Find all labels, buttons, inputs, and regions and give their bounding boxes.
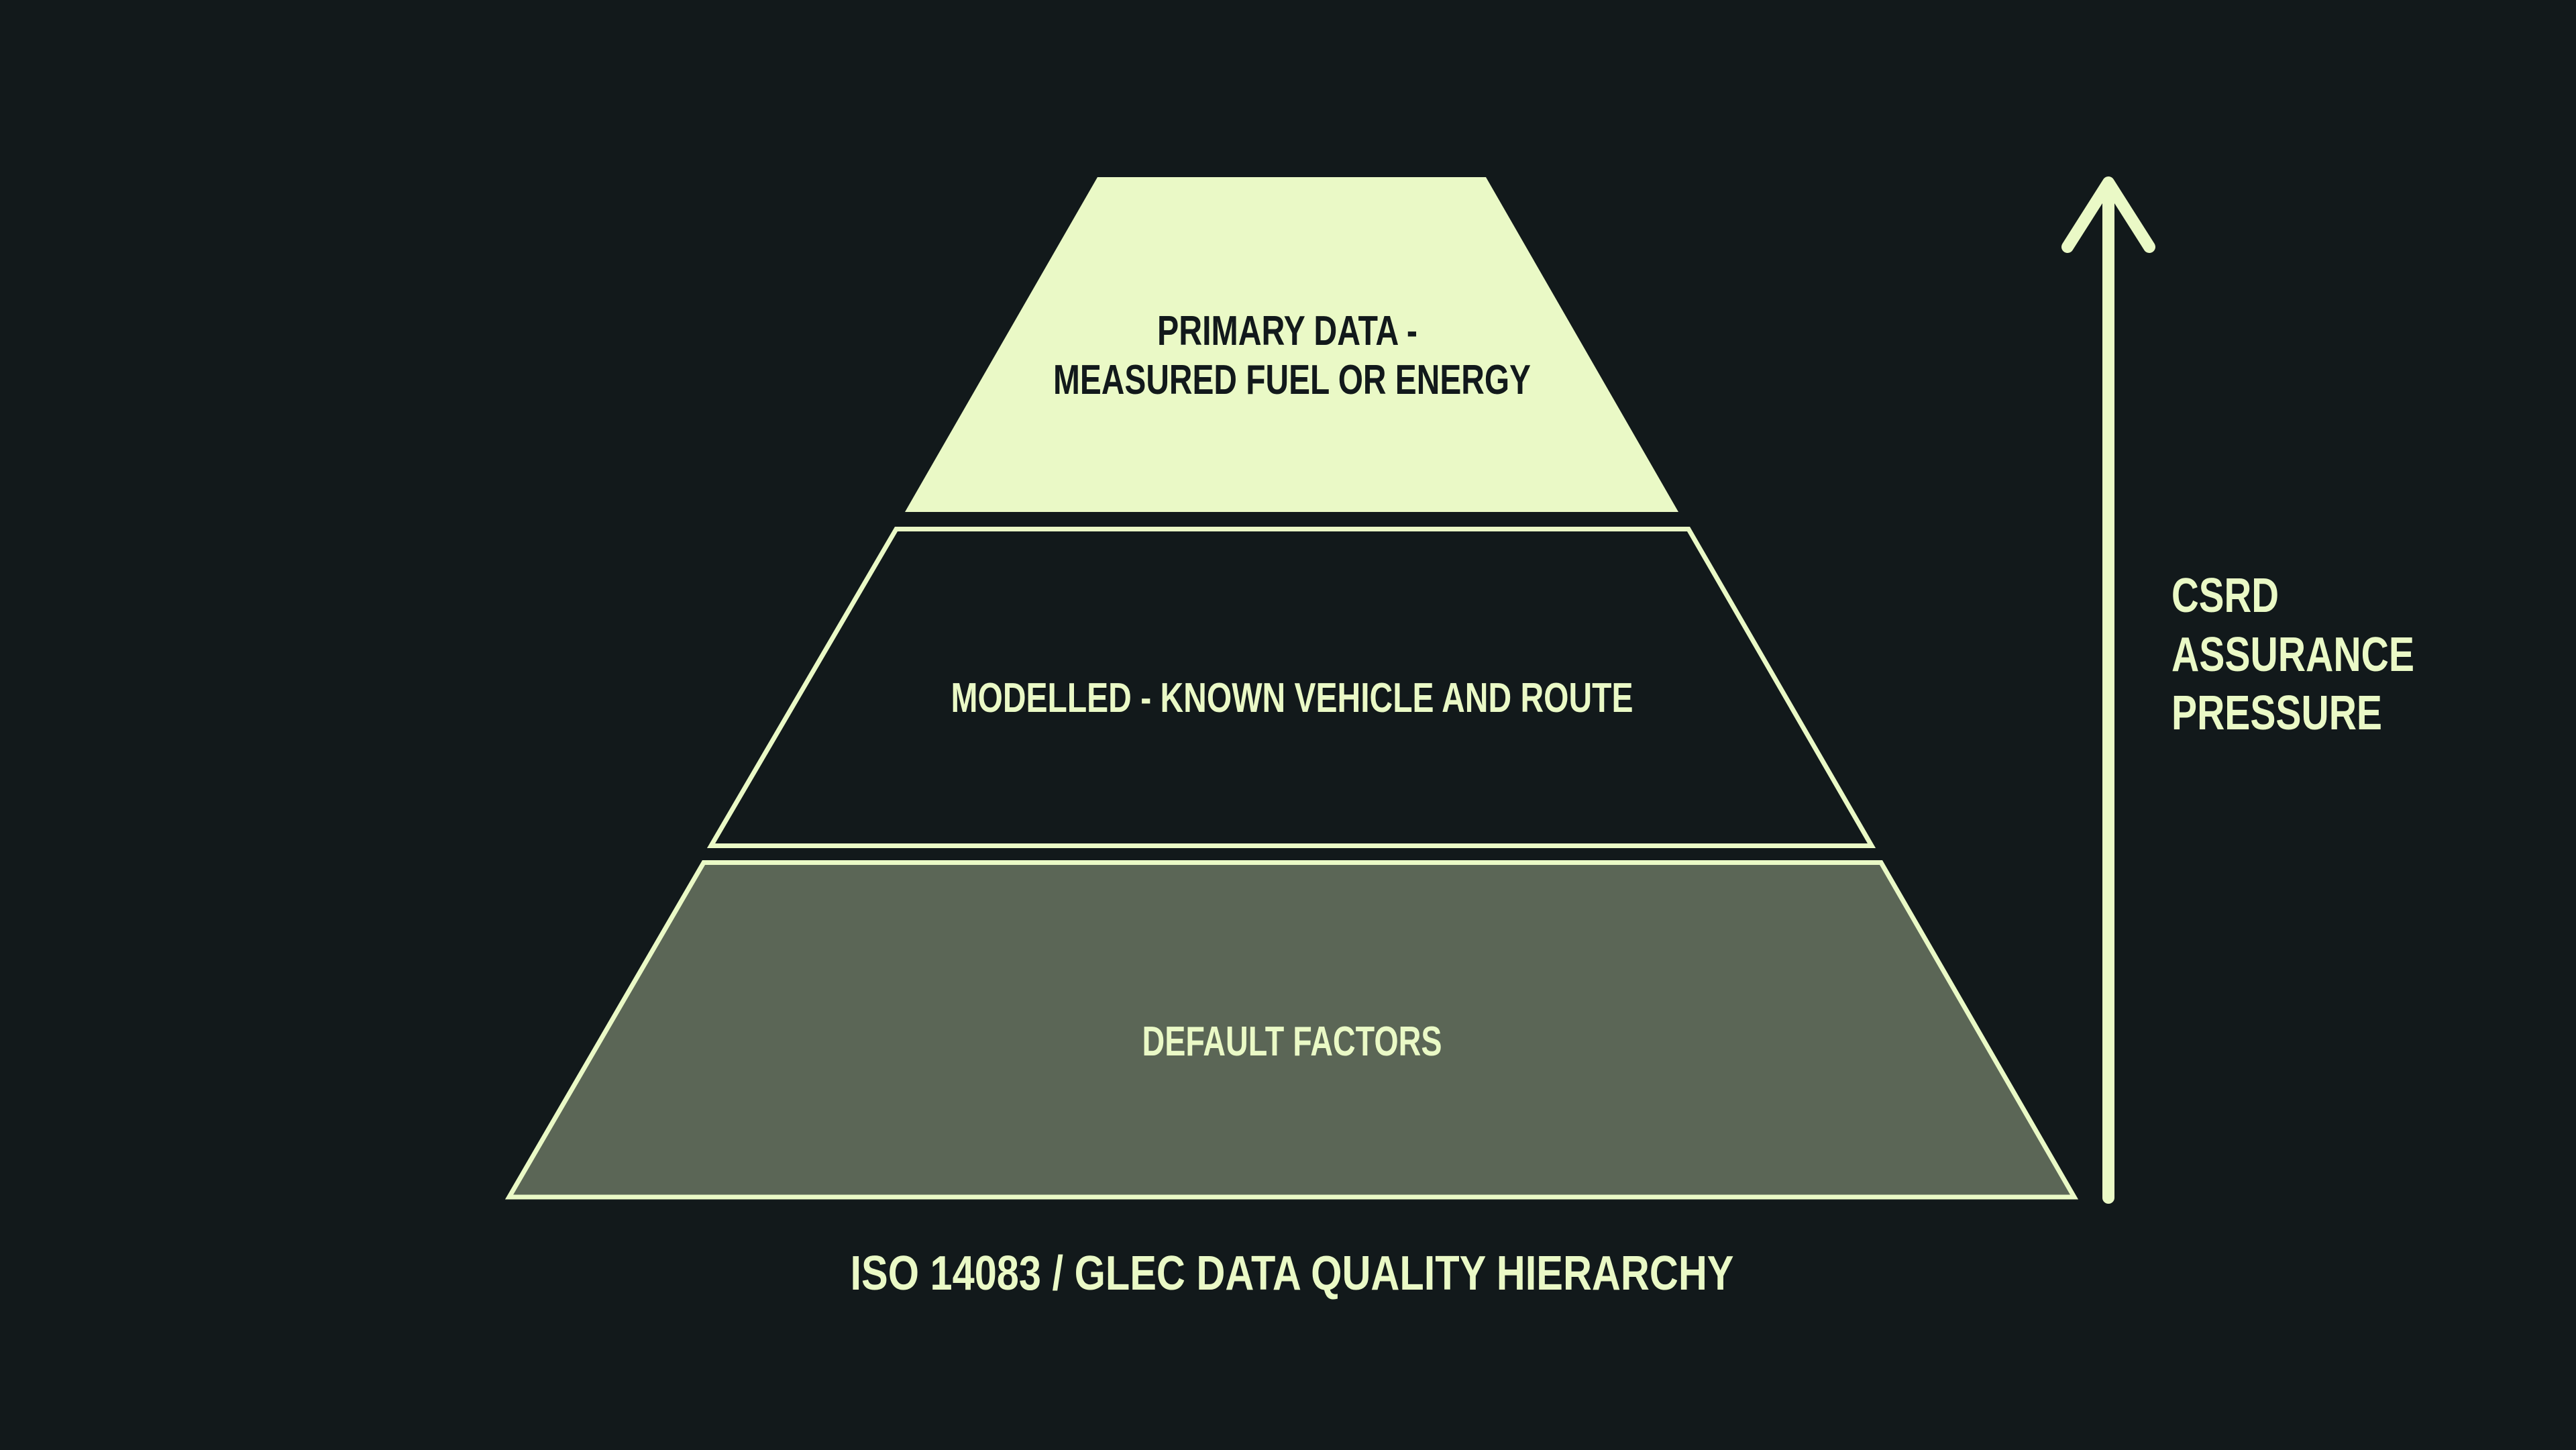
arrow-label-line1: CSRD: [2171, 569, 2279, 623]
tier-default-label: DEFAULT FACTORS: [1142, 1019, 1442, 1065]
tier-primary-label-line2: MEASURED FUEL OR ENERGY: [1053, 357, 1531, 403]
tier-default-shape: [504, 860, 2079, 1200]
tier-primary-data: PRIMARY DATA - MEASURED FUEL OR ENERGY: [905, 177, 1678, 512]
tier-modelled: MODELLED - KNOWN VEHICLE AND ROUTE: [706, 527, 1876, 848]
tier-modelled-shape: [706, 527, 1876, 848]
tier-primary-label-line1: PRIMARY DATA -: [1157, 308, 1417, 354]
tier-default-factors: DEFAULT FACTORS: [504, 860, 2079, 1200]
arrow-up-icon: [2061, 176, 2155, 1204]
arrow-label-line2: ASSURANCE: [2171, 628, 2414, 682]
tier-modelled-label: MODELLED - KNOWN VEHICLE AND ROUTE: [951, 675, 1633, 721]
tier-primary-shape: [905, 177, 1678, 512]
arrow-label-line3: PRESSURE: [2171, 686, 2382, 740]
diagram-caption: ISO 14083 / GLEC DATA QUALITY HIERARCHY: [851, 1247, 1734, 1300]
arrow-label: CSRD ASSURANCE PRESSURE: [2171, 569, 2414, 740]
